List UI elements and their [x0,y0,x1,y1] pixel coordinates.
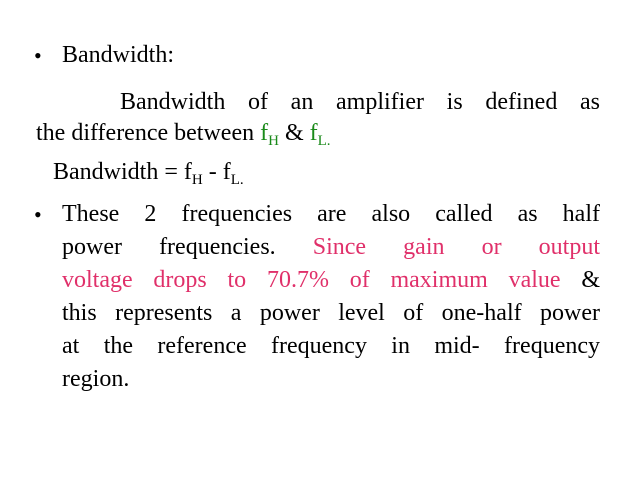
bandwidth-formula: Bandwidth = fH - fL. [53,159,244,188]
paragraph-line-5: at the reference frequency in mid- frequ… [62,333,600,359]
definition-line-1: Bandwidth of an amplifier is defined as [120,89,600,115]
definition-line-2: the difference between fH & fL. [36,120,331,149]
bullet-marker: • [34,202,42,227]
fh-symbol: fH [260,120,279,149]
highlight-text: voltage drops to 70.7% of maximum value [62,267,561,293]
paragraph-text: & [560,267,601,293]
highlight-text: Since gain or output [312,234,601,260]
paragraph-line-6: region. [62,366,130,392]
ampersand: & [278,120,310,146]
paragraph-text: power frequencies. [62,234,313,260]
definition-text: the difference between [36,120,261,146]
paragraph-line-3: voltage drops to 70.7% of maximum value … [62,268,600,292]
paragraph-line-2: power frequencies. Since gain or output [62,235,600,259]
heading-bandwidth: Bandwidth: [62,42,174,68]
fl-symbol: fL. [309,120,331,149]
bullet-marker: • [34,43,42,68]
paragraph-line-4: this represents a power level of one-hal… [62,300,600,326]
paragraph-line-1: These 2 frequencies are also called as h… [62,201,600,227]
